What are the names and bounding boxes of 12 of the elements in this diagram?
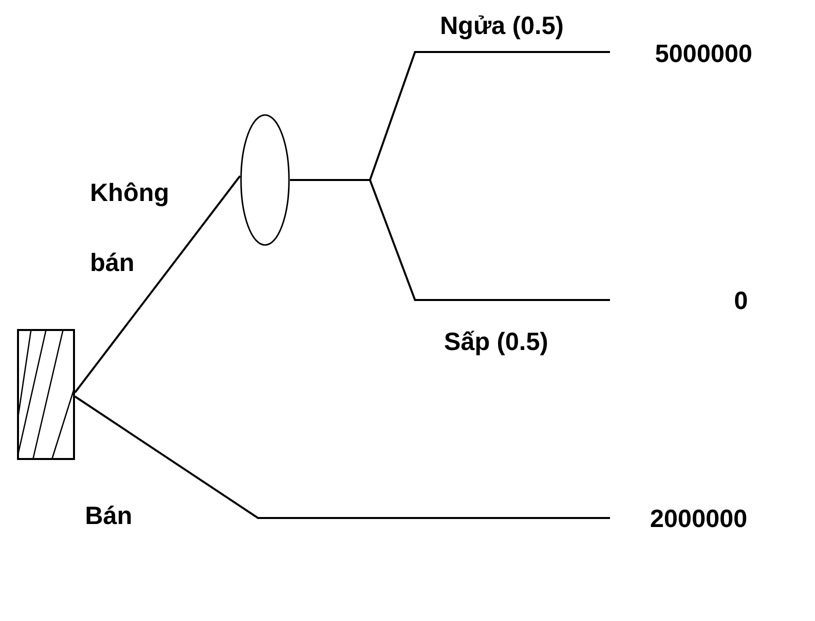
branch-line: [74, 396, 610, 519]
payoff-value: 0: [734, 287, 748, 316]
edge-label: Không bán: [90, 178, 170, 279]
branch-line: [290, 179, 610, 301]
decision-square: [17, 329, 75, 460]
payoff-value: 5000000: [655, 40, 752, 69]
edge-label: Ngửa (0.5): [440, 12, 564, 41]
branch-line: [74, 175, 241, 394]
chance-node: [240, 114, 290, 246]
edge-label: Bán: [85, 502, 132, 531]
payoff-value: 2000000: [650, 505, 748, 534]
edge-label: Sấp (0.5): [444, 328, 548, 357]
